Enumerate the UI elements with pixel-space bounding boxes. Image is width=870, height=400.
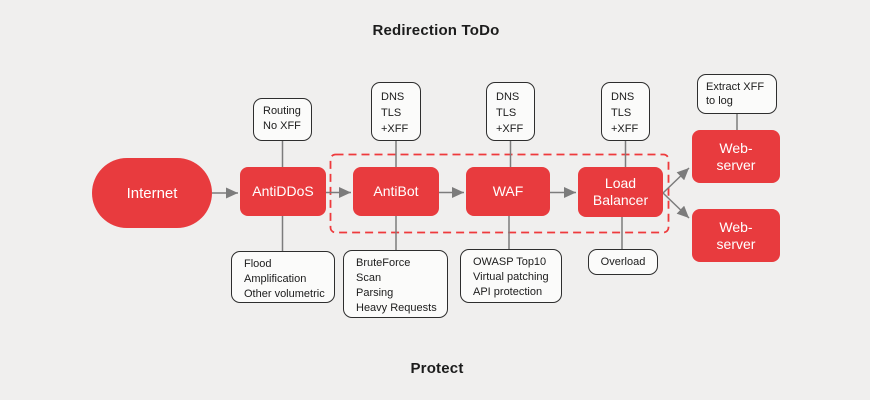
note-antibot-threats: BruteForce Scan Parsing Heavy Requests [343, 250, 448, 318]
node-webserver-top: Web- server [692, 130, 780, 183]
node-internet: Internet [92, 158, 212, 228]
redirection-zone-dashed-border [329, 153, 670, 234]
node-load-balancer: Load Balancer [578, 167, 663, 217]
note-waf-threats: OWASP Top10 Virtual patching API protect… [460, 249, 562, 303]
note-dns-tls-xff-antibot: DNS TLS +XFF [371, 82, 421, 141]
note-dns-tls-xff-waf: DNS TLS +XFF [486, 82, 535, 141]
node-load-balancer-label: Load Balancer [592, 175, 649, 208]
note-overload: Overload [588, 249, 658, 275]
node-internet-label: Internet [126, 184, 178, 202]
note-routing-no-xff: Routing No XFF [253, 98, 312, 141]
node-antibot: AntiBot [353, 167, 439, 216]
note-extract-xff-to-log: Extract XFF to log [697, 74, 777, 114]
note-dns-tls-xff-loadbalancer: DNS TLS +XFF [601, 82, 650, 141]
node-webserver-bottom: Web- server [692, 209, 780, 262]
node-antiddos: AntiDDoS [240, 167, 326, 216]
node-webserver-bottom-label: Web- server [716, 218, 756, 252]
node-antibot-label: AntiBot [373, 183, 419, 199]
node-waf: WAF [466, 167, 550, 216]
arrow-loadbalancer-webserver-top [662, 167, 690, 194]
node-antiddos-label: AntiDDoS [252, 183, 314, 199]
diagram-title: Redirection ToDo [372, 22, 500, 39]
node-webserver-top-label: Web- server [716, 139, 756, 173]
arrow-loadbalancer-webserver-bottom [662, 192, 690, 219]
note-antiddos-threats: Flood Amplification Other volumetric [231, 251, 335, 303]
diagram-footer-label: Protect [410, 360, 464, 377]
node-waf-label: WAF [492, 183, 524, 199]
